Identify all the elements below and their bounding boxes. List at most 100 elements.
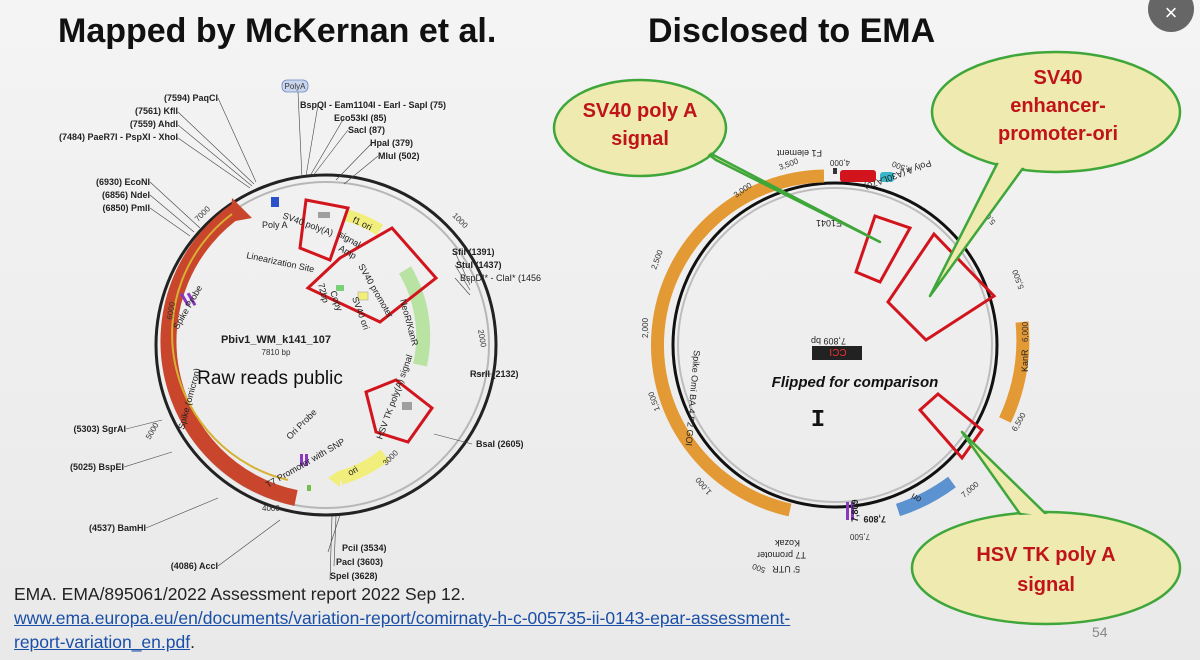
right-utr-label: 5' UTR xyxy=(772,564,800,574)
right-kanr-arc xyxy=(999,321,1030,423)
site-pmli: (6850) PmlI xyxy=(102,203,150,213)
site-eco53ki: Eco53kI (85) xyxy=(334,113,387,123)
left-tick-6000: 6000 xyxy=(165,301,177,321)
right-backbone-outer xyxy=(671,181,999,509)
site-paqci: (7594) PaqCI xyxy=(164,93,218,103)
right-highlight-sv40-promoter xyxy=(886,231,997,342)
site-paci: PacI (3603) xyxy=(336,557,383,567)
left-spike-probe-mark-2 xyxy=(186,292,197,307)
site-hpai: HpaI (379) xyxy=(370,138,413,148)
right-fragment-label: E1041 xyxy=(816,218,842,228)
feat-hsv-tk: HSV TK poly(A) signal xyxy=(374,353,414,440)
site-econi: (6930) EcoNI xyxy=(96,177,150,187)
left-polya-box xyxy=(271,197,279,207)
left-backbone-outer xyxy=(154,173,498,517)
reference-url-tail: . xyxy=(190,632,195,652)
title-mapped-by-mckernan: Mapped by McKernan et al. xyxy=(58,12,497,50)
site-ahdi: (7559) AhdI xyxy=(130,119,178,129)
right-f1-element-label: F1 element xyxy=(776,148,822,158)
reference-url-line2: report-variation_en.pdf. xyxy=(14,630,914,654)
feat-sv40-ori: SV40 ori xyxy=(350,295,371,331)
feat-ori: ori xyxy=(346,464,360,478)
left-tick-3000: 3000 xyxy=(381,448,400,467)
left-hsv-box xyxy=(402,402,412,410)
left-t7-mark xyxy=(307,485,311,491)
left-spike-arrowhead xyxy=(230,198,252,222)
callout-sv40-enhancer: SV40 enhancer- promoter-ori xyxy=(928,50,1182,298)
left-ori-arrowhead xyxy=(328,470,340,487)
right-kozak-mark xyxy=(846,502,849,520)
right-7809-label: 7,809 xyxy=(863,514,886,524)
right-tick-2000: 2,000 xyxy=(641,317,650,338)
left-sv40polya-box xyxy=(318,212,330,218)
reference-link-2[interactable]: report-variation_en.pdf xyxy=(14,632,191,652)
left-plasmid-name: Pbiv1_WM_k141_107 xyxy=(221,334,331,346)
site-saci: SacI (87) xyxy=(348,125,385,135)
left-sv40ori-box xyxy=(357,291,369,301)
site-acci: (4086) AccI xyxy=(171,561,218,571)
reference-url-line1: www.ema.europa.eu/en/documents/variation… xyxy=(14,606,914,630)
right-f1-element xyxy=(840,170,876,182)
right-ori-arc xyxy=(895,476,956,517)
feat-linearization: Linearization Site xyxy=(246,250,316,274)
left-polya-tag xyxy=(281,79,309,93)
right-tick-2500: 2,500 xyxy=(649,248,664,270)
right-ori-label: ori xyxy=(909,491,923,505)
left-tick-4000: 4000 xyxy=(262,504,280,513)
right-backbone-inner xyxy=(677,187,993,503)
right-center-box xyxy=(812,346,862,360)
right-polya-block xyxy=(880,172,894,182)
right-t7-label: T7 promoter xyxy=(757,550,806,560)
site-xhoi: (7484) PaeR7I - PspXI - XhoI xyxy=(59,132,178,142)
bubble-hsv-tk-line1: HSV TK poly A xyxy=(976,544,1115,566)
left-ori-arc xyxy=(337,449,390,485)
bubble-hsv-tk-line2: signal xyxy=(1017,574,1075,596)
left-raw-reads-label: Raw reads public xyxy=(197,368,343,389)
site-clai: BspDI* - ClaI* (1456 xyxy=(460,273,541,283)
site-bspei: (5025) BspEI xyxy=(70,462,124,472)
bubble-sv40-enhancer-line1: SV40 xyxy=(1034,67,1083,89)
right-tick-4000: 4,000 xyxy=(829,158,850,167)
left-spike-yellow-line xyxy=(171,213,289,481)
left-tick-1000: 1000 xyxy=(451,211,470,230)
text-cursor-icon: I xyxy=(811,407,825,434)
reference-footer: EMA. EMA/895061/2022 Assessment report 2… xyxy=(14,582,914,654)
right-top-mark xyxy=(833,168,837,174)
feat-ori-probe: Ori Probe xyxy=(284,407,318,441)
site-sapi: BspQI - Eam1104I - EarI - SapI (75) xyxy=(300,100,446,110)
left-tick-2000: 2000 xyxy=(476,329,488,349)
right-7809b-label: 7,809 xyxy=(850,499,860,522)
site-bamhi: (4537) BamHI xyxy=(89,523,146,533)
right-tick-7000: 7,000 xyxy=(960,479,982,499)
right-center-box-label: CCI xyxy=(829,346,846,357)
left-highlight-sv40-polya xyxy=(298,198,350,262)
page-number: 54 xyxy=(1092,624,1108,640)
callout-sv40-polya: SV40 poly A signal xyxy=(552,78,882,244)
right-kozak-label: Kozak xyxy=(774,538,800,548)
feat-f1-ori: f1 ori xyxy=(351,215,373,233)
title-disclosed-to-ema: Disclosed to EMA xyxy=(648,12,936,50)
bubble-sv40-enhancer-line2: enhancer- xyxy=(1010,95,1106,117)
left-highlight-hsv-polya xyxy=(364,378,435,444)
site-pcii: PciI (3534) xyxy=(342,543,387,553)
site-sfii: SfiI (1391) xyxy=(452,247,495,257)
site-bsai: BsaI (2605) xyxy=(476,439,524,449)
right-tick-6000: 6,000 xyxy=(1021,321,1030,342)
right-highlight-hsv-polya xyxy=(917,392,985,461)
left-ori-probe-mark xyxy=(300,454,303,466)
right-tick-500: 500 xyxy=(751,561,767,574)
bubble-sv40-enhancer-line3: promoter-ori xyxy=(998,123,1118,145)
bubble-sv40-polya-line2: signal xyxy=(611,128,669,150)
right-t7-mark xyxy=(851,502,854,520)
reference-link-1[interactable]: www.ema.europa.eu/en/documents/variation… xyxy=(14,608,791,628)
right-kanr-label: KanR xyxy=(1020,349,1030,372)
feat-poly-a: Poly A xyxy=(262,220,288,230)
right-spike-arc xyxy=(651,169,825,517)
right-tick-7500: 7,500 xyxy=(849,532,870,541)
site-rsrii: RsrII (2132) xyxy=(470,369,519,379)
callout-hsv-tk: HSV TK poly A signal xyxy=(910,430,1182,626)
left-highlight-sv40-promoter xyxy=(305,226,439,324)
left-neo-arc xyxy=(398,266,431,367)
